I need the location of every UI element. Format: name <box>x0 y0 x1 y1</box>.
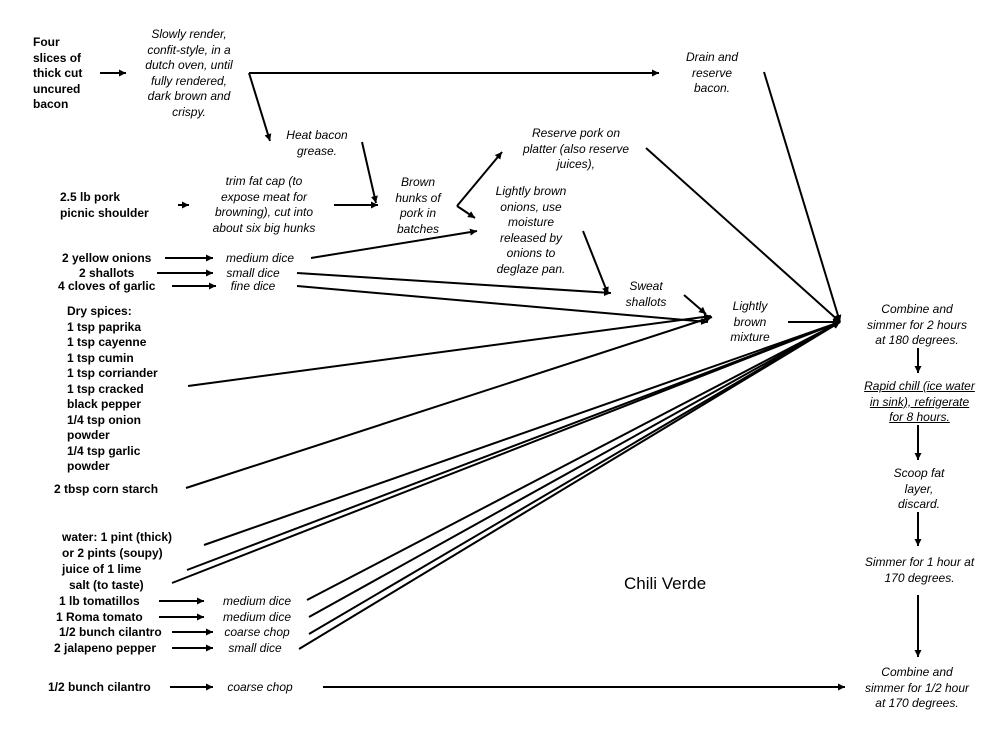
step-roma-dice: medium dice <box>222 610 292 624</box>
step-cilantro-garnish-chop: coarse chop <box>227 680 293 694</box>
arrow-tomatillo-to-combine <box>306 321 841 601</box>
step-cilantro-chop: coarse chop <box>224 625 290 639</box>
step-tomatillo-dice: medium dice <box>222 594 292 608</box>
ingredient-cornstarch: 2 tbsp corn starch <box>54 482 159 496</box>
ingredient-shallots: 2 shallots <box>79 266 135 280</box>
arrow-sweat-to-mixture <box>683 294 707 315</box>
step-onion-dice: medium dice <box>225 251 295 265</box>
final-rapid-chill: Rapid chill (ice water in sink), refrige… <box>864 379 975 424</box>
ingredient-water: water: 1 pint (thick) or 2 pints (soupy) <box>62 530 173 560</box>
step-sweat-shallots: Sweat shallots <box>625 279 667 309</box>
arrow-brown-to-onions <box>456 205 476 219</box>
arrow-onion-dice-to-onions <box>310 228 478 259</box>
step-reserve-pork: Reserve pork on platter (also reserve ju… <box>522 126 630 171</box>
arrow-render-to-grease <box>248 72 272 142</box>
final-combine-simmer: Combine and simmer for 2 hours at 180 de… <box>866 302 968 347</box>
step-jalapeno-dice: small dice <box>228 641 282 655</box>
arrow-jalapeno-to-combine <box>298 321 841 650</box>
ingredient-bacon: Four slices of thick cut uncured bacon <box>33 35 83 111</box>
arrow-brown-to-reserve <box>456 151 503 207</box>
arrow-spices-to-mixture <box>187 313 712 387</box>
arrow-shallot-dice-to-sweat <box>296 272 612 297</box>
step-garlic-dice: fine dice <box>230 279 276 293</box>
ingredient-cilantro-garnish: 1/2 bunch cilantro <box>48 680 151 694</box>
ingredient-lime: juice of 1 lime <box>62 562 142 576</box>
final-scoop-fat: Scoop fat layer, discard. <box>893 466 945 511</box>
arrow-reserve-to-combine <box>645 147 841 323</box>
step-render: Slowly render, confit-style, in a dutch … <box>145 27 233 119</box>
step-brown-pork: Brown hunks of pork in batches <box>395 175 441 236</box>
step-brown-onions: Lightly brown onions, use moisture relea… <box>495 184 567 276</box>
arrow-roma-to-combine <box>308 321 841 618</box>
arrow-water2-to-combine <box>186 321 841 571</box>
ingredient-pork: 2.5 lb pork picnic shoulder <box>60 190 149 220</box>
ingredient-cilantro: 1/2 bunch cilantro <box>59 625 162 639</box>
arrow-lime-to-combine <box>171 321 841 584</box>
arrow-cornstarch-to-mixture <box>185 315 713 489</box>
arrow-water-to-combine <box>203 321 841 546</box>
step-brown-mixture: Lightly brown mixture <box>730 299 770 344</box>
arrow-cilantro-to-combine <box>308 321 841 635</box>
final-simmer: Simmer for 1 hour at 170 degrees. <box>864 555 975 585</box>
step-trim: trim fat cap (to expose meat for brownin… <box>212 174 316 235</box>
ingredient-onions: 2 yellow onions <box>62 251 152 265</box>
step-shallot-dice: small dice <box>226 266 280 280</box>
ingredient-garlic: 4 cloves of garlic <box>58 279 156 293</box>
arrow-drain-to-combine <box>763 71 842 323</box>
step-drain: Drain and reserve bacon. <box>685 50 739 95</box>
ingredient-salt: salt (to taste) <box>69 578 144 592</box>
arrow-garlic-dice-to-mixture <box>296 285 709 325</box>
ingredient-spices: Dry spices: 1 tsp paprika 1 tsp cayenne … <box>67 304 158 473</box>
arrow-grease-to-brown <box>361 141 378 204</box>
arrow-onions-to-sweat <box>582 230 609 295</box>
ingredient-tomatillos: 1 lb tomatillos <box>59 594 140 608</box>
final-combine-garnish: Combine and simmer for 1/2 hour at 170 d… <box>864 665 970 710</box>
ingredient-roma: 1 Roma tomato <box>56 610 143 624</box>
diagram-title: Chili Verde <box>624 574 707 593</box>
ingredient-jalapeno: 2 jalapeno pepper <box>54 641 157 655</box>
step-heat-grease: Heat bacon grease. <box>286 128 348 158</box>
